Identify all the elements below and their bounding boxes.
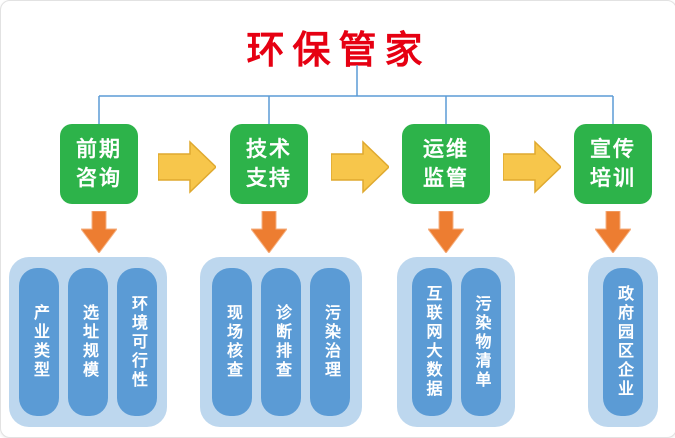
detail-pill: 环境可行性 — [117, 268, 157, 416]
detail-panel-2: 现场核查 诊断排查 污染治理 — [200, 257, 362, 427]
detail-pill: 选址规模 — [68, 268, 108, 416]
detail-panel-4: 政府园区企业 — [588, 257, 658, 427]
stage-box-4: 宣传 培训 — [574, 124, 652, 204]
stage-label-line: 运维 — [423, 137, 469, 161]
detail-pill: 诊断排查 — [261, 268, 301, 416]
flow-arrow-right-icon — [158, 140, 216, 194]
detail-panel-1: 产业类型 选址规模 环境可行性 — [9, 257, 167, 427]
stage-box-3: 运维 监管 — [402, 124, 490, 204]
down-arrow-icon — [251, 211, 287, 253]
stage-box-1: 前期 咨询 — [60, 124, 138, 204]
detail-pill: 互联网大数据 — [411, 268, 452, 416]
down-arrow-icon — [81, 211, 117, 253]
flow-arrow-right-icon — [331, 140, 389, 194]
page-title: 环保管家 — [246, 30, 431, 72]
detail-panel-3: 互联网大数据 污染物清单 — [397, 257, 515, 427]
stage-label-line: 支持 — [246, 167, 292, 190]
stage-label-line: 咨询 — [76, 167, 122, 190]
detail-pill: 现场核查 — [212, 268, 252, 416]
stage-label-line: 监管 — [423, 167, 469, 190]
stage-label-line: 培训 — [590, 167, 636, 190]
detail-pill: 政府园区企业 — [603, 268, 643, 416]
stage-label-line: 宣传 — [590, 137, 636, 161]
detail-pill: 产业类型 — [19, 268, 59, 416]
stage-box-2: 技术 支持 — [230, 124, 308, 204]
down-arrow-icon — [595, 211, 631, 253]
detail-pill: 污染治理 — [310, 268, 350, 416]
stage-label-line: 技术 — [246, 137, 292, 161]
down-arrow-icon — [428, 211, 464, 253]
flow-arrow-right-icon — [503, 140, 561, 194]
connector-lines-icon — [98, 65, 614, 124]
stage-label-line: 前期 — [76, 137, 122, 161]
detail-pill: 污染物清单 — [460, 268, 501, 416]
